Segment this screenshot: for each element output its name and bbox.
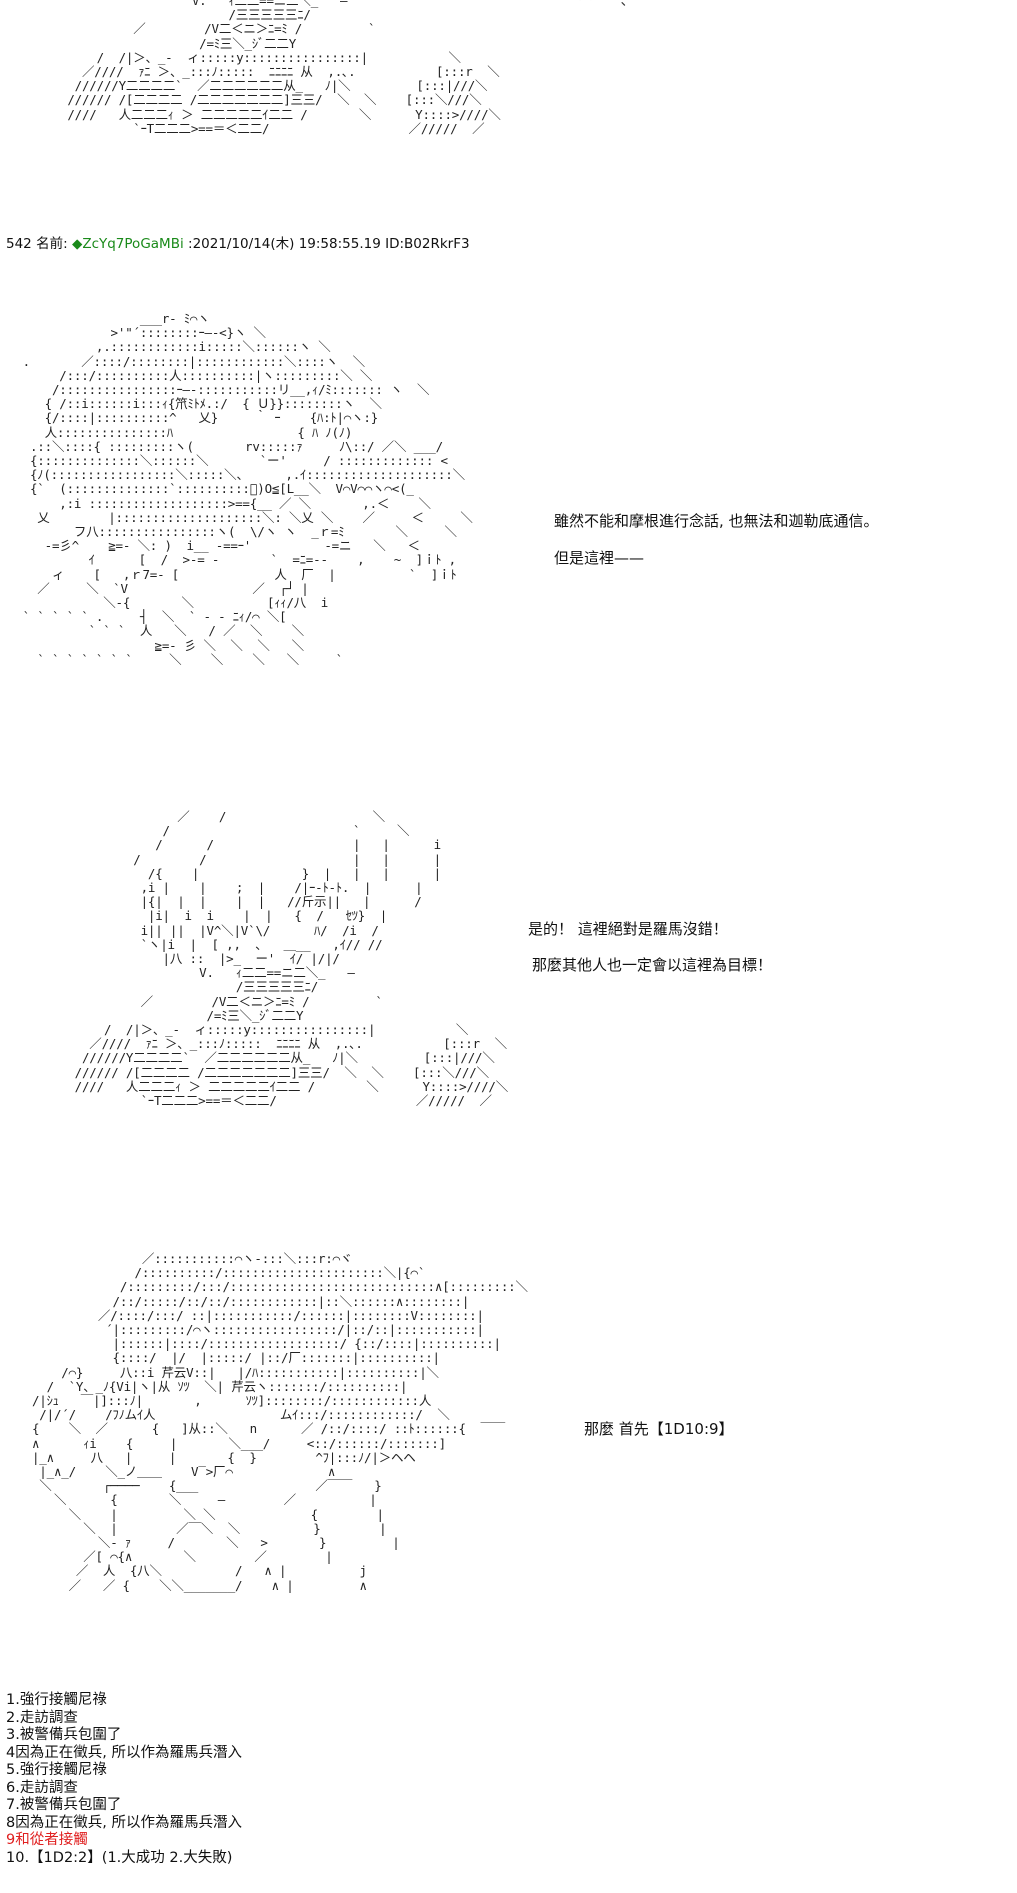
choice-item-10: 10.【1D2:2】(1.大成功 2.大失敗) [6,1849,233,1866]
choice-item-4: 4因為正在徵兵, 所以作為羅馬兵潛入 [6,1744,242,1761]
post-datetime: :2021/10/14(木) 19:58:55.19 [188,236,381,252]
post-number: 542 [6,236,32,252]
choice-item-7: 7.被警備兵包圍了 [6,1797,122,1813]
ascii-art-character-4: ／:::::::::::⌒ヽ‐:::＼:::r:⌒ヾ /::::::::::/:… [31,1251,528,1593]
dialogue-line-4: 那麼其他人也一定會以這裡為目標！ [532,956,773,974]
choice-item-8: 8因為正在徵兵, 所以作為羅馬兵潛入 [6,1814,242,1831]
post-header: 542 名前: ◆ZcYq7PoGaMBi :2021/10/14(木) 19:… [6,232,470,252]
choice-item-9-selected: 9和從者接觸 [6,1832,88,1848]
choice-item-5: 5.強行接觸尼祿 [6,1762,107,1778]
dialogue-line-3: 是的！ 這裡絕對是羅馬沒錯！ [528,920,728,938]
choice-list: 1.強行接觸尼祿 2.走訪調查 3.被警備兵包圍了 4因為正在徵兵, 所以作為羅… [6,1692,242,1867]
dialogue-line-1: 雖然不能和摩根進行念話, 也無法和迦勒底通信。 [554,512,879,530]
post-id[interactable]: ID:B02RkrF3 [385,236,470,252]
ascii-art-character-3: ／ / ＼ / ` ＼ / / | | i / / | | | /{ [74,809,509,1109]
ascii-art-character-2: ___r‐ ﾐ⌒ヽ >'"´::::::::ｰ―‐<}ヽ ＼ ,.:::::::… [22,311,473,667]
choice-item-2: 2.走訪調查 [6,1709,78,1726]
dialogue-line-2: 但是這裡—— [554,549,645,567]
choice-item-6: 6.走訪調查 [6,1779,78,1796]
ascii-art-character-top: V. ｨ二二==ニ二＼_ ― /三三三三三ﾆ/ ／ /V二＜ニ＞ﾆ=ﾐ / ` … [67,0,501,136]
choice-item-3: 3.被警備兵包圍了 [6,1727,122,1743]
post-name-label: 名前: [36,236,68,252]
dialogue-line-5: 那麼 首先【1D10:9】 [584,1420,734,1438]
cut-off-top-text: 一 ー 、 [560,0,635,9]
choice-item-1: 1.強行接觸尼祿 [6,1692,107,1708]
post-trip[interactable]: ◆ZcYq7PoGaMBi [71,236,184,252]
